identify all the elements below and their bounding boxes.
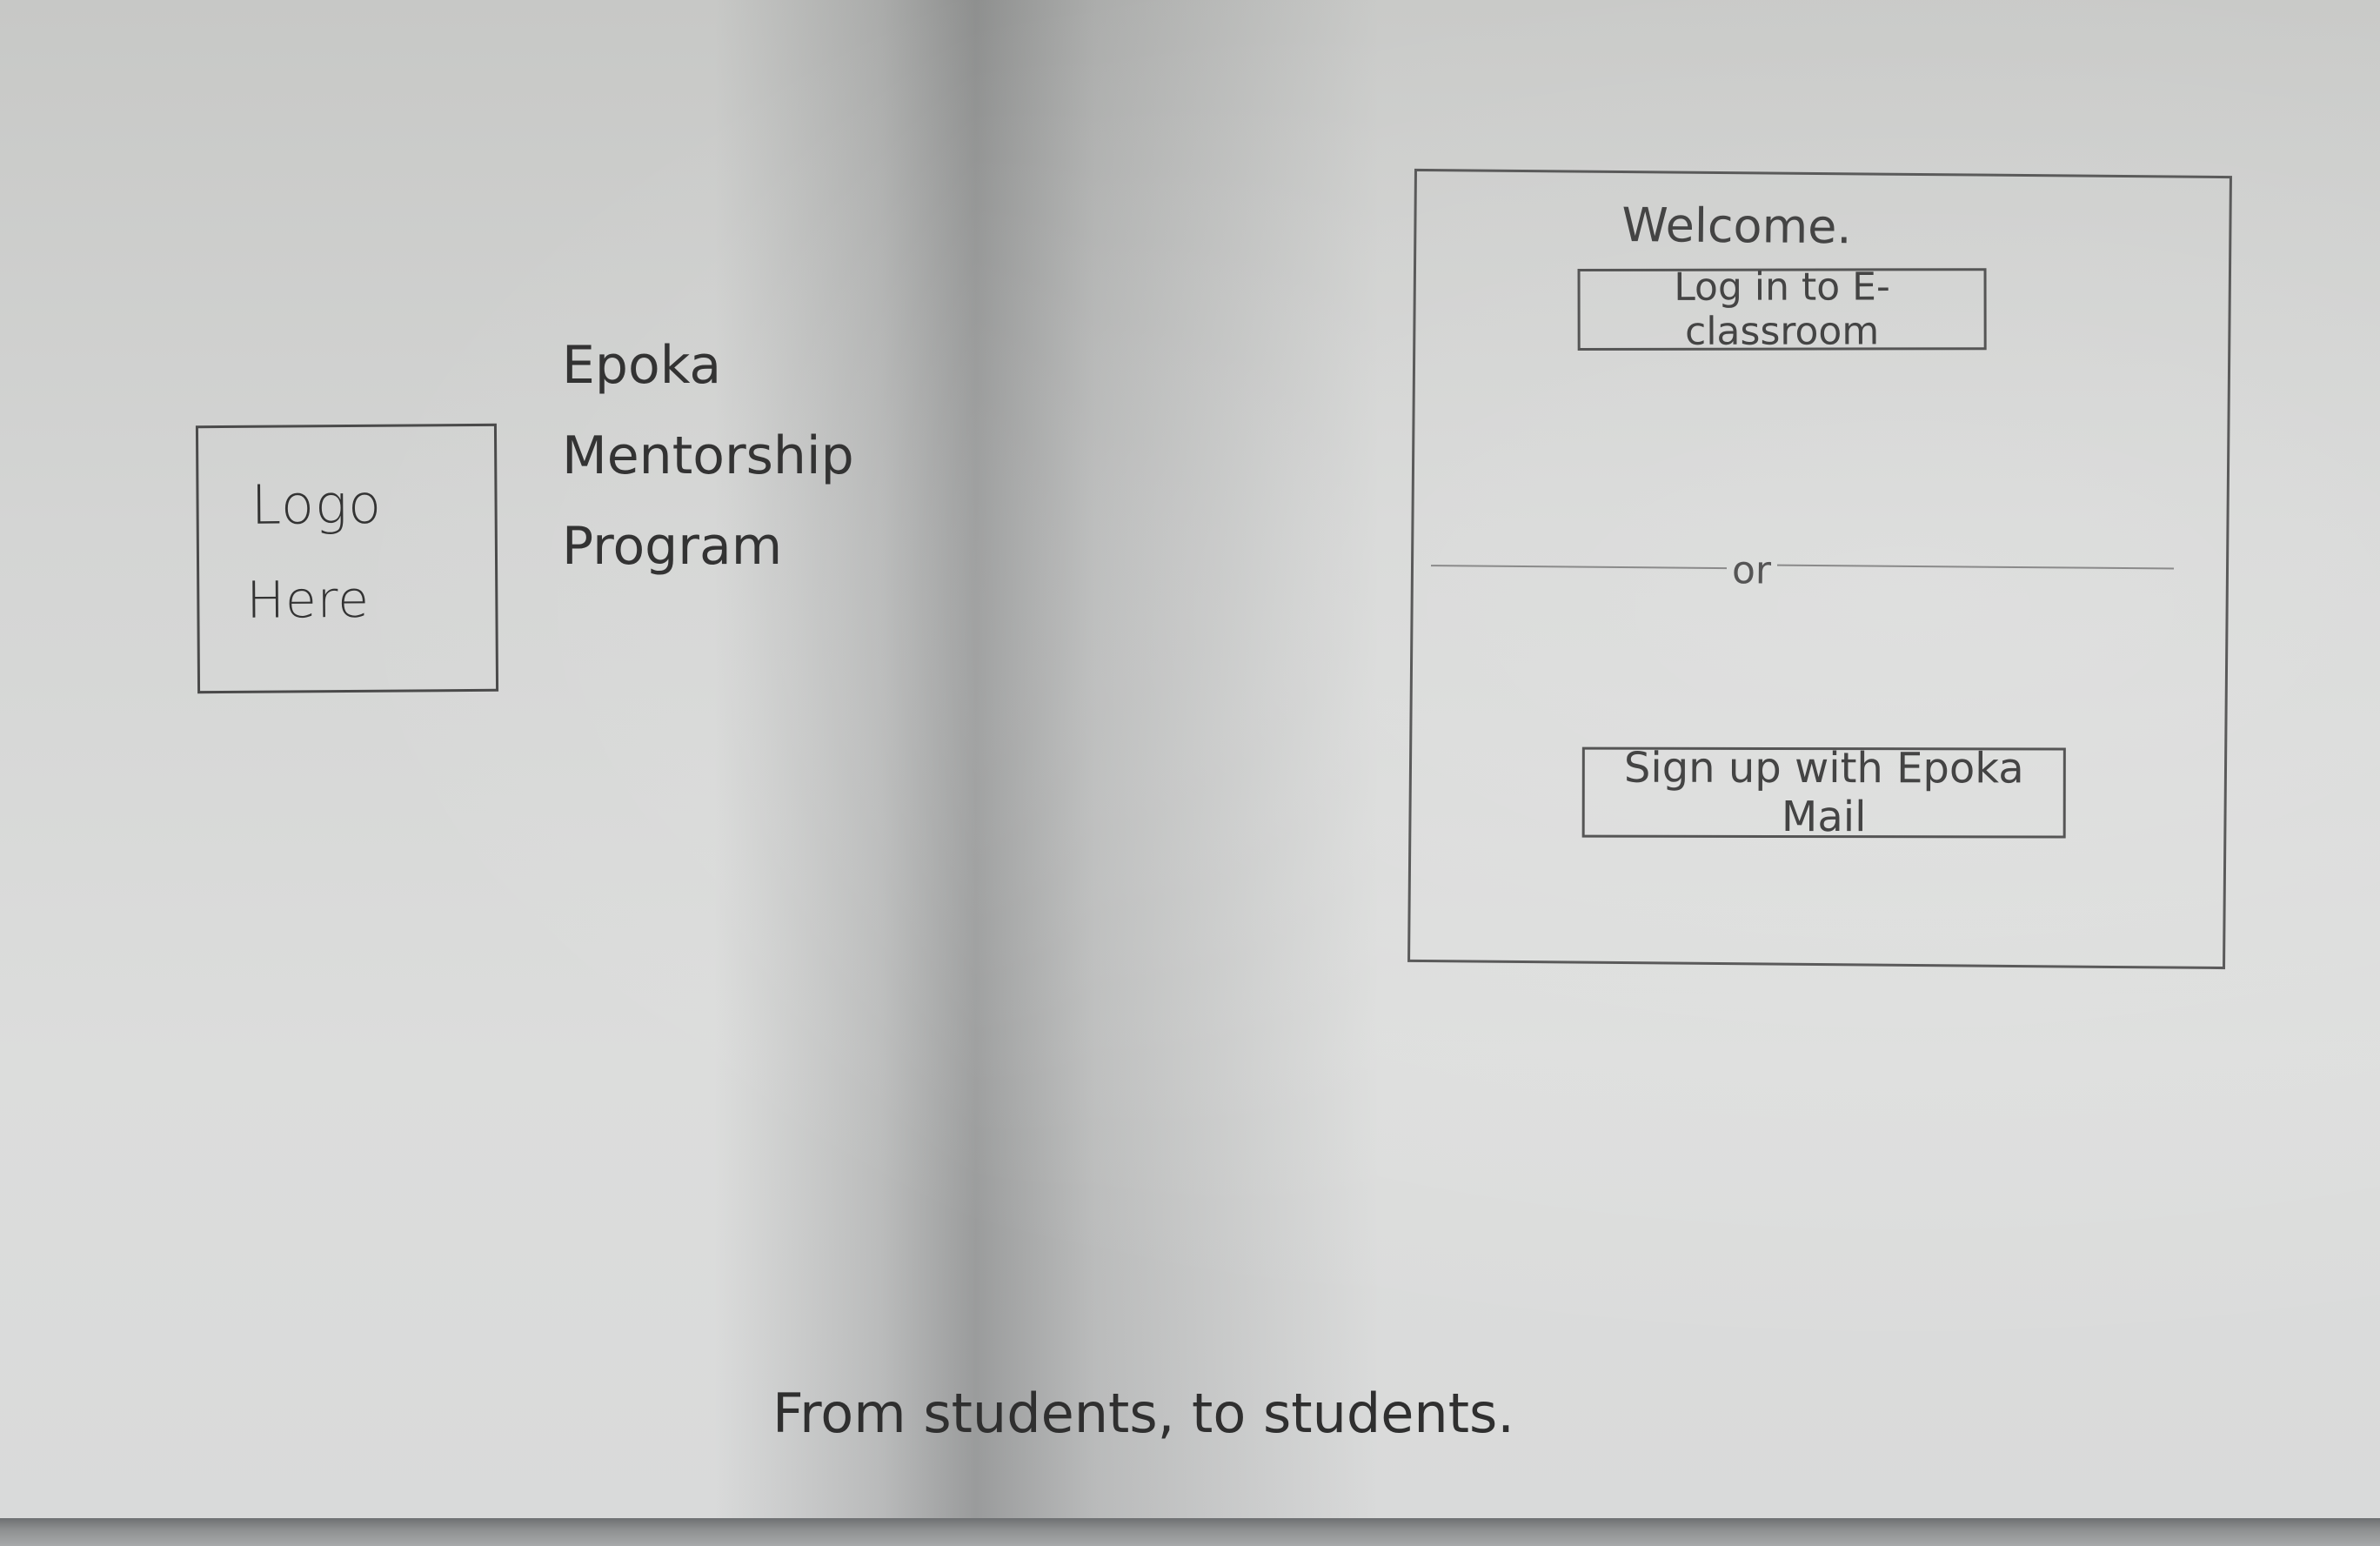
program-title-line-2: Mentorship bbox=[562, 425, 854, 486]
auth-panel: Welcome. Log in to E-classroom or Sign u… bbox=[1407, 168, 2232, 970]
logo-placeholder-text-2: Here bbox=[246, 569, 371, 630]
divider-line-right bbox=[1777, 564, 2175, 570]
divider-line-left bbox=[1431, 565, 1728, 570]
tagline: From students, to students. bbox=[772, 1382, 1515, 1445]
welcome-heading: Welcome. bbox=[1621, 197, 1852, 255]
login-eclassroom-button[interactable]: Log in to E-classroom bbox=[1577, 264, 1987, 354]
program-title: Epoka Mentorship Program bbox=[562, 320, 854, 592]
or-divider: or bbox=[1431, 545, 2175, 593]
logo-placeholder-text-1: Logo bbox=[251, 472, 383, 537]
signup-epoka-mail-button[interactable]: Sign up with Epoka Mail bbox=[1581, 744, 2066, 841]
program-title-line-3: Program bbox=[562, 516, 783, 577]
desk-edge bbox=[0, 1518, 2380, 1546]
divider-or-text: or bbox=[1731, 548, 1772, 593]
program-title-line-1: Epoka bbox=[562, 335, 722, 396]
logo-placeholder: Logo Here bbox=[195, 423, 499, 694]
